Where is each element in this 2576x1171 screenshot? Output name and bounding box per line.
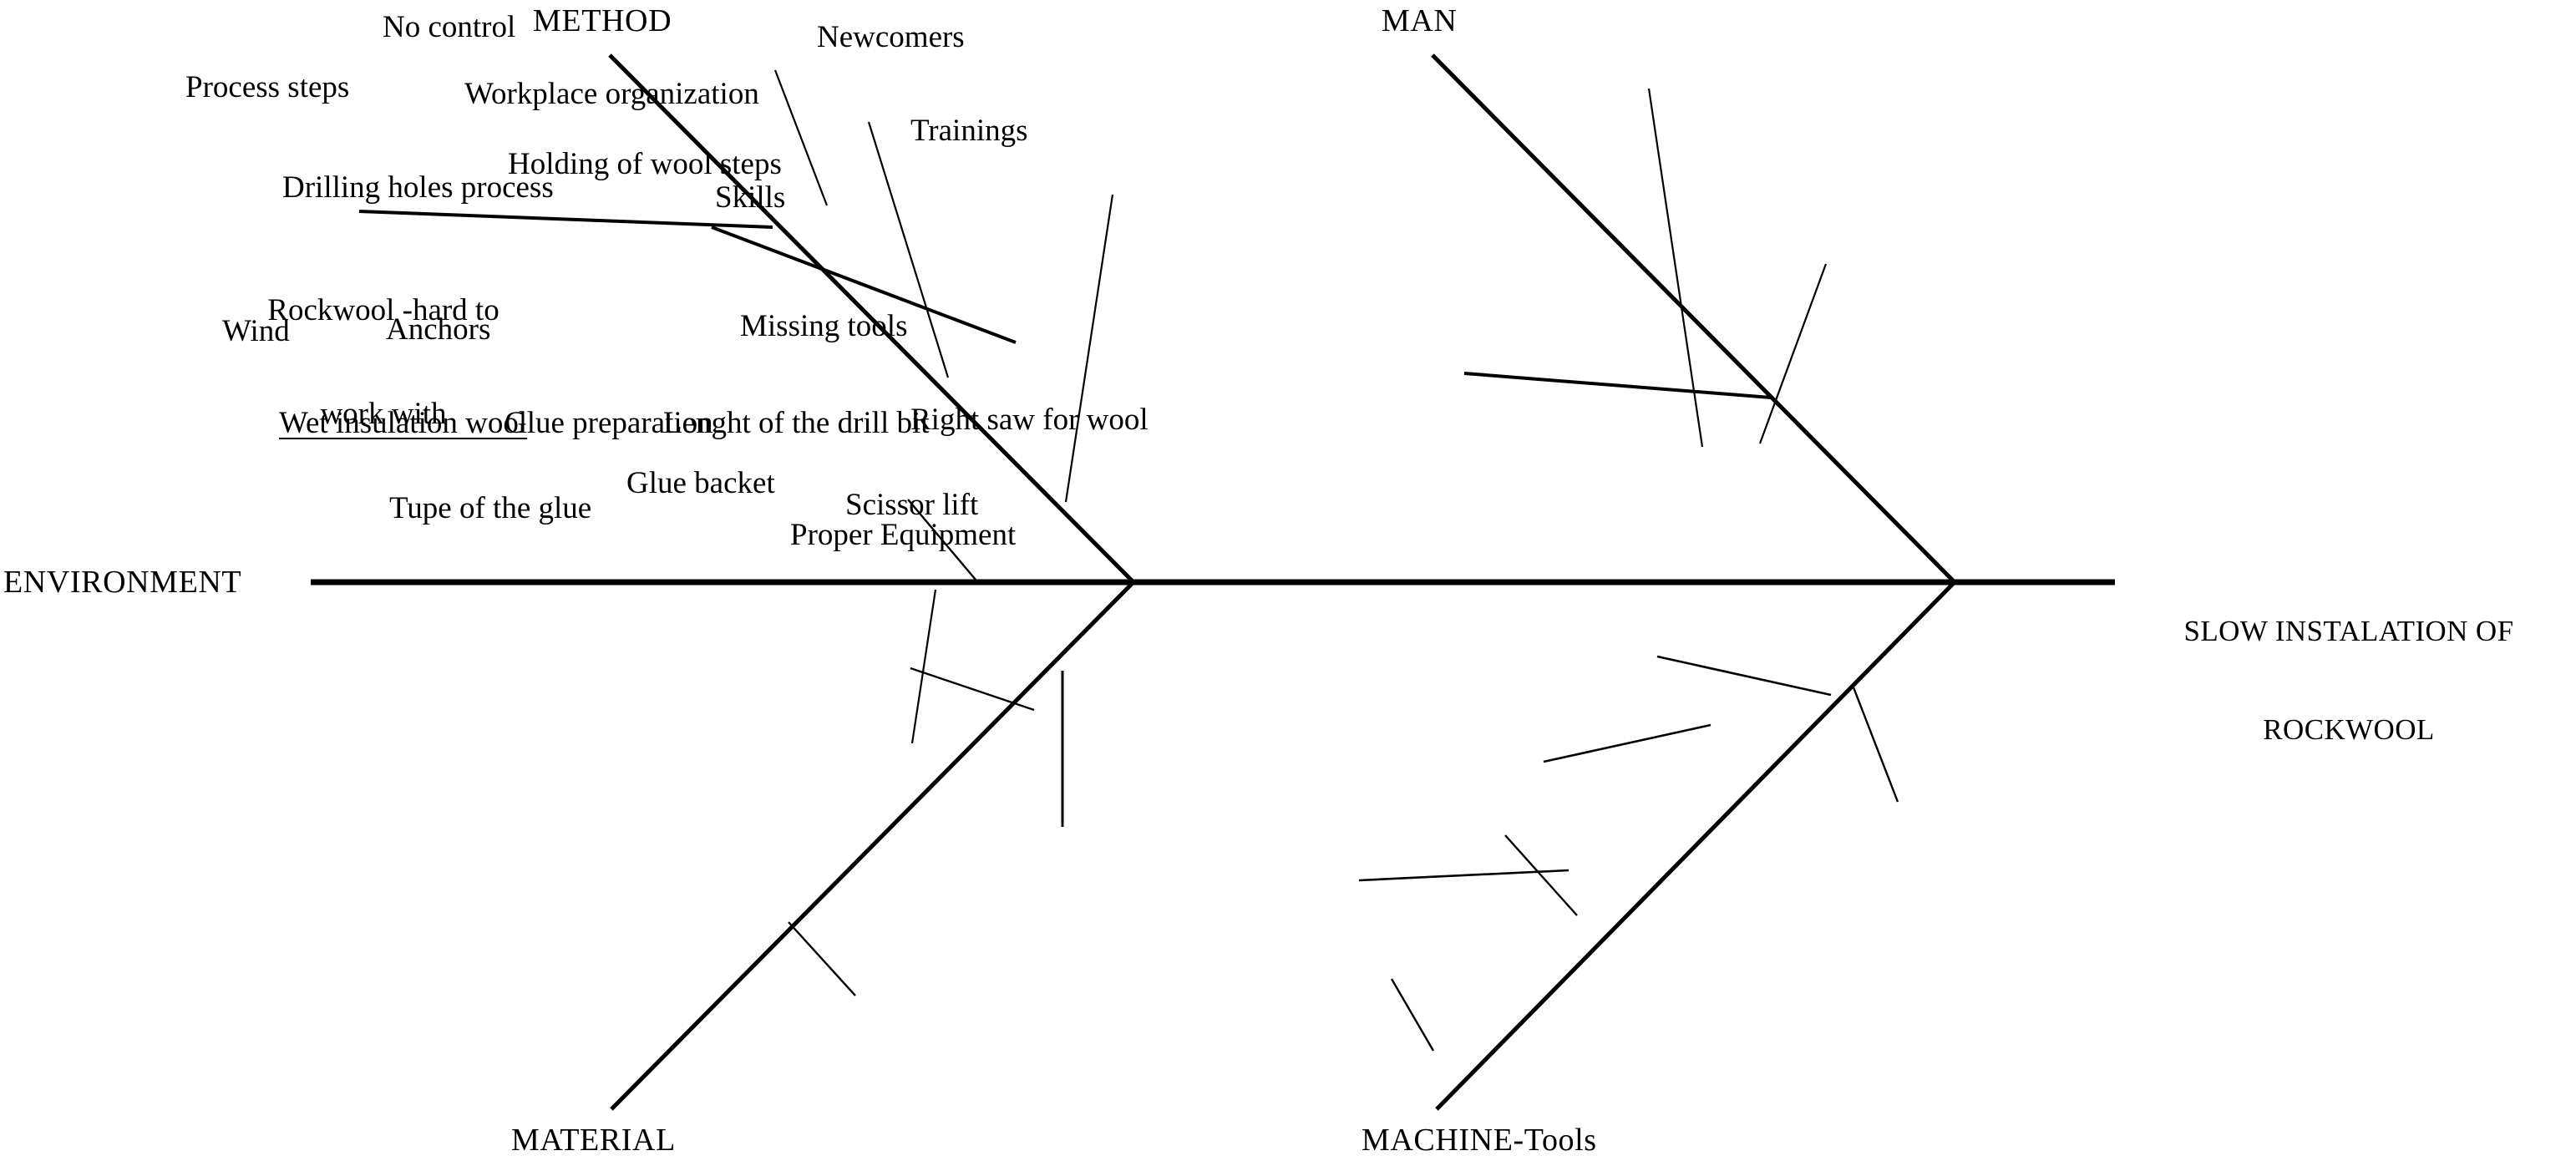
category-label-environment: ENVIRONMENT <box>3 565 242 600</box>
leader-drilling-holes-process <box>711 226 1017 344</box>
cause-label-skills: Skills <box>715 180 786 215</box>
cause-label-drilling-holes-process: Drilling holes process <box>282 170 554 205</box>
cause-label-glue-backet: Glue backet <box>626 466 775 500</box>
cause-label-rockwool-line1: Rockwool -hard to <box>267 292 499 327</box>
cause-label-workplace-organization: Workplace organization <box>464 77 759 111</box>
leader-lenght-of-the-drill-bit <box>1543 723 1711 763</box>
leader-no-control <box>773 69 829 206</box>
cause-label-process-steps: Process steps <box>185 70 350 104</box>
cause-label-lenght-of-the-drill-bit: Lenght of the drill bit <box>663 406 930 440</box>
category-label-method: METHOD <box>533 3 672 38</box>
leader-holding-of-wool-steps <box>1064 194 1114 503</box>
bone-material <box>610 580 1135 1111</box>
leader-anchors <box>910 667 1035 712</box>
cause-label-glue-preparation: Glue preparation <box>505 406 713 440</box>
leader-scissor-lift <box>1504 834 1578 916</box>
category-label-material: MATERIAL <box>511 1123 676 1158</box>
effect-label-line1: SLOW INSTALATION OF <box>2183 615 2514 648</box>
cause-label-wind: Wind <box>222 314 290 348</box>
cause-label-wet-insulation-wool: Wet insulation wool <box>279 406 528 440</box>
cause-label-right-saw-for-wool: Right saw for wool <box>910 403 1149 437</box>
leader-wind <box>910 589 937 744</box>
bone-method <box>608 53 1135 584</box>
category-label-machine: MACHINE-Tools <box>1362 1123 1597 1158</box>
cause-label-scissor-lift: Scissor lift <box>845 488 979 522</box>
cause-label-trainings: Trainings <box>910 114 1028 148</box>
cause-label-no-control: No control <box>383 10 516 44</box>
leader-process-steps <box>358 210 773 229</box>
cause-label-newcomers: Newcomers <box>817 20 965 54</box>
cause-label-rockwool-hard-to-work-with: Rockwool -hard to work with <box>246 224 521 501</box>
leader-proper-equipment <box>1390 978 1435 1052</box>
leader-glue-backet <box>1358 869 1569 882</box>
leader-newcomers <box>1647 88 1704 448</box>
cause-label-rockwool-line2: work with <box>320 397 447 432</box>
leader-missing-tools <box>1656 655 1832 697</box>
cause-label-proper-equipment: Proper Equipment <box>790 518 1017 552</box>
cause-label-holding-of-wool-steps: Holding of wool steps <box>508 147 782 181</box>
leader-rockwool-hard-to-work-with <box>907 499 976 580</box>
bone-man <box>1431 53 1956 584</box>
cause-label-tupe-of-the-glue: Tupe of the glue <box>389 491 592 525</box>
cause-label-missing-tools: Missing tools <box>740 309 908 343</box>
bone-machine <box>1435 580 1956 1111</box>
category-label-man: MAN <box>1382 3 1458 38</box>
leader-trainings <box>1758 263 1828 444</box>
cause-label-anchors: Anchors <box>386 312 491 347</box>
leader-skills <box>1463 372 1772 399</box>
leader-tupe-of-the-glue <box>788 921 856 996</box>
effect-label-line2: ROCKWOOL <box>2263 712 2435 746</box>
effect-label: SLOW INSTALATION OF ROCKWOOL <box>2132 550 2566 812</box>
leader-right-saw-for-wool <box>1852 687 1899 803</box>
leader-workplace-organization <box>867 121 950 378</box>
